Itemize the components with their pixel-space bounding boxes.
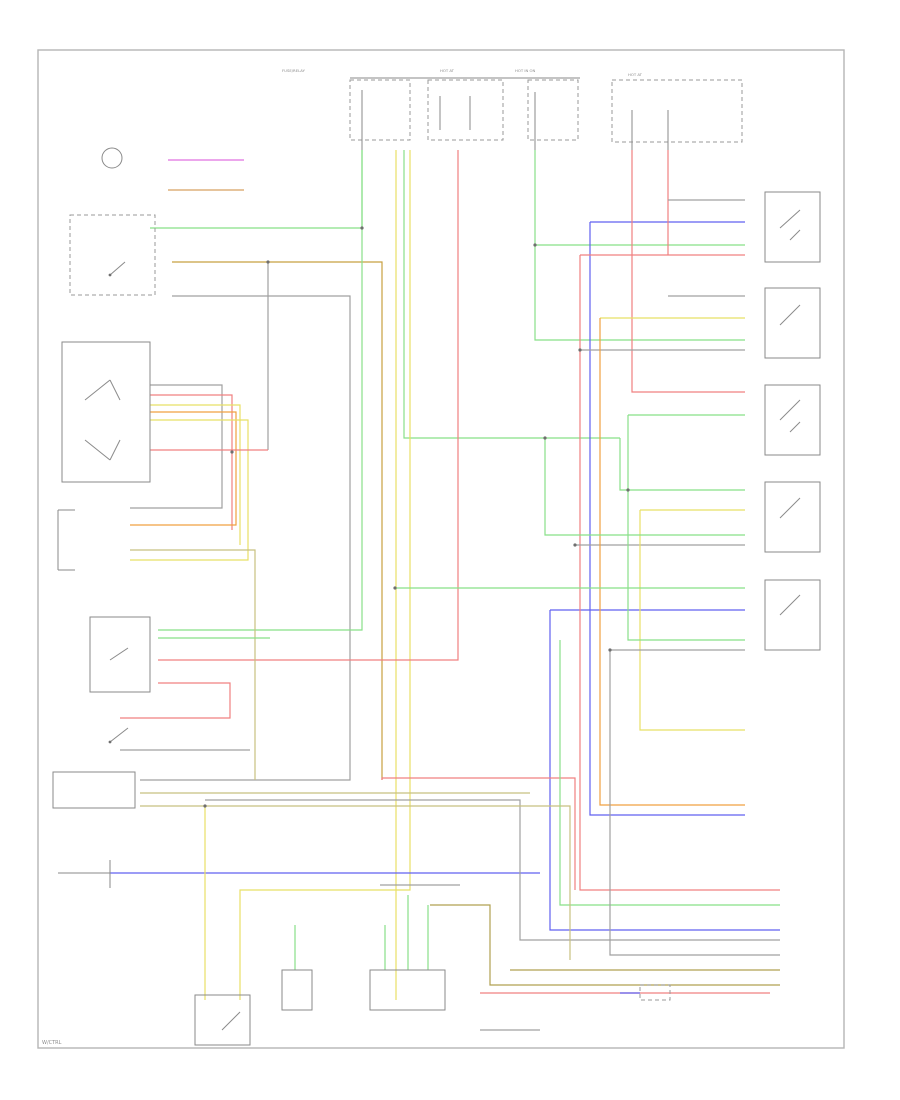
relay-5 bbox=[764, 579, 821, 651]
splice-dots bbox=[203, 226, 630, 808]
blower-motor-icon bbox=[101, 147, 123, 169]
mode-switch-top bbox=[69, 214, 156, 296]
relay-3 bbox=[764, 384, 821, 456]
svg-text:HOT IN ON: HOT IN ON bbox=[515, 68, 536, 73]
ground-connector-left bbox=[58, 860, 111, 888]
svg-text:FUSE/RELAY: FUSE/RELAY bbox=[282, 68, 306, 73]
wires bbox=[110, 150, 780, 1031]
svg-text:HOT AT: HOT AT bbox=[440, 68, 455, 73]
thermo-switch bbox=[108, 727, 129, 744]
compressor-clutch bbox=[194, 994, 251, 1046]
temperature-sensor bbox=[57, 509, 75, 571]
fuse-block-top: FUSE/RELAY HOT AT HOT IN ON HOT AT bbox=[282, 68, 743, 150]
relay-4 bbox=[764, 481, 821, 553]
diode-connector bbox=[639, 984, 671, 1001]
relay-2 bbox=[764, 287, 821, 359]
power-distribution-box bbox=[369, 969, 446, 1011]
diagram-frame bbox=[37, 49, 845, 1049]
control-module bbox=[52, 771, 136, 809]
pressure-switch bbox=[89, 616, 151, 693]
diagram-ref-code: W/CTRL bbox=[42, 1040, 62, 1046]
relay-1 bbox=[764, 191, 821, 263]
svg-text:HOT AT: HOT AT bbox=[628, 72, 643, 77]
blower-resistor-switch bbox=[61, 341, 151, 483]
condenser-fan-motor bbox=[281, 969, 313, 1011]
